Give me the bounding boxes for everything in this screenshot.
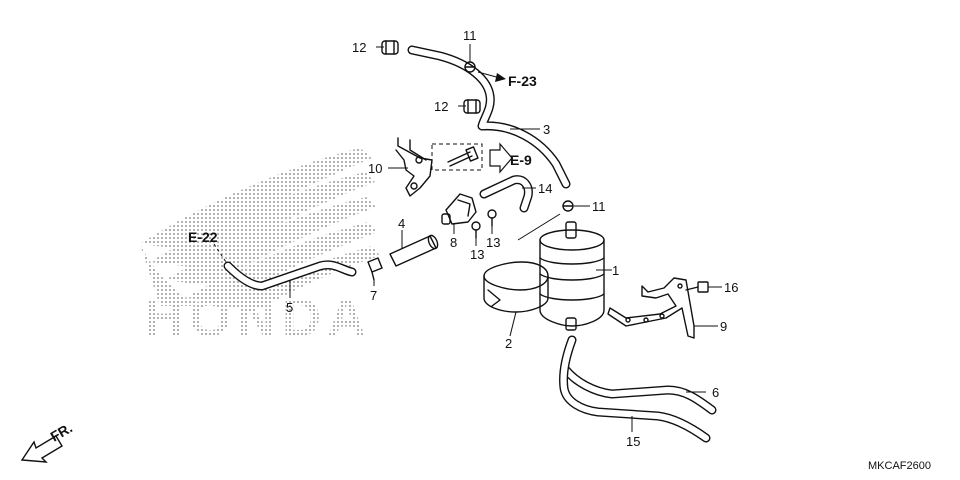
screw-dashed-box bbox=[431, 143, 483, 171]
callout-15: 15 bbox=[626, 434, 640, 449]
callout-13b: 13 bbox=[486, 235, 500, 250]
callout-1: 1 bbox=[612, 263, 619, 278]
callout-3: 3 bbox=[543, 122, 550, 137]
band-2 bbox=[483, 261, 549, 313]
callout-16: 16 bbox=[724, 280, 738, 295]
bolt-13a bbox=[471, 221, 481, 239]
callout-11-lower: 11 bbox=[592, 199, 606, 214]
e9-arrow bbox=[489, 142, 513, 174]
callout-13a: 13 bbox=[470, 247, 484, 262]
fr-label: FR. bbox=[48, 419, 76, 444]
screw-in-box bbox=[447, 146, 479, 167]
callout-2: 2 bbox=[505, 336, 512, 351]
bracket-10 bbox=[395, 137, 433, 197]
callout-9: 9 bbox=[720, 319, 727, 334]
joint-4 bbox=[389, 234, 439, 267]
ref-e22: E-22 bbox=[188, 229, 218, 245]
callout-4: 4 bbox=[398, 216, 405, 231]
f23-arrow-head bbox=[495, 73, 506, 82]
callout-8: 8 bbox=[450, 235, 457, 250]
callout-6: 6 bbox=[712, 385, 719, 400]
callout-12-lower: 12 bbox=[434, 99, 448, 114]
leader-lines bbox=[289, 44, 722, 432]
clip-12-upper bbox=[381, 40, 399, 55]
callout-14: 14 bbox=[538, 181, 552, 196]
bolt-13b bbox=[487, 209, 497, 227]
hose-6 bbox=[561, 365, 717, 415]
clamp-11-lower bbox=[562, 200, 574, 212]
nozzle-7 bbox=[367, 257, 383, 281]
hose-14 bbox=[479, 175, 533, 213]
clip-12-lower bbox=[463, 99, 481, 114]
diagram-code: MKCAF2600 bbox=[868, 460, 931, 472]
honda-wing-watermark bbox=[140, 148, 380, 308]
canister-1 bbox=[539, 221, 605, 331]
callout-10: 10 bbox=[368, 161, 382, 176]
front-direction-arrow bbox=[20, 435, 63, 463]
callout-11-upper: 11 bbox=[463, 28, 477, 43]
hose-5 bbox=[223, 260, 357, 291]
tube-3 bbox=[407, 45, 571, 189]
hose-15 bbox=[559, 335, 711, 443]
callout-7: 7 bbox=[370, 288, 377, 303]
bracket-9 bbox=[607, 277, 695, 339]
valve-8 bbox=[441, 193, 477, 225]
e22-dashed-line bbox=[213, 243, 227, 263]
bolt-16 bbox=[685, 281, 709, 293]
callout-12-upper: 12 bbox=[352, 40, 366, 55]
ref-e9: E-9 bbox=[510, 152, 532, 168]
ref-f23: F-23 bbox=[508, 73, 537, 89]
honda-wordmark: HONDA bbox=[144, 288, 372, 348]
callout-5: 5 bbox=[286, 300, 293, 315]
